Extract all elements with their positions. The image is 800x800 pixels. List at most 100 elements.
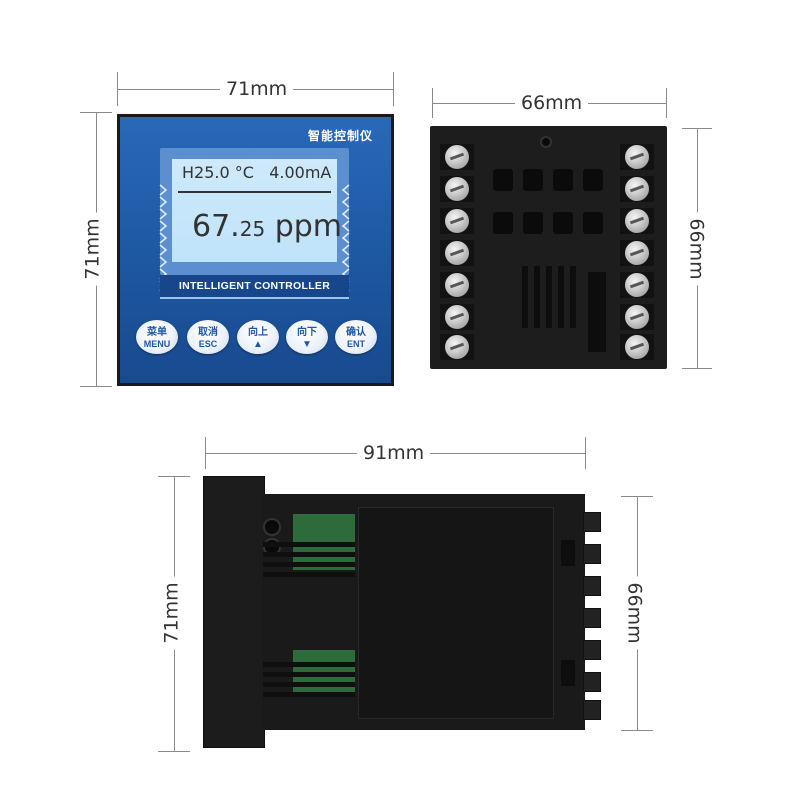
- screw-icon: [445, 241, 469, 265]
- device-title: 智能控制仪: [307, 129, 373, 143]
- concentration-readout: 67.25 ppm: [192, 209, 342, 244]
- lcd-divider: [178, 191, 331, 193]
- front-panel: 智能控制仪 H25.0 °C 4.00mA 67.25 ppm INTELLIG…: [117, 114, 394, 386]
- vent-fin: [263, 672, 355, 677]
- screw-icon: [625, 241, 649, 265]
- vent-slot: [570, 266, 576, 328]
- side-terminal: [583, 700, 601, 720]
- esc-button[interactable]: 取消 ESC: [187, 320, 229, 354]
- side-terminal: [583, 640, 601, 660]
- back-width-dim-tick-right: [666, 88, 667, 118]
- back-width-label: 66mm: [515, 92, 589, 114]
- down-arrow-icon: ▼: [302, 339, 312, 350]
- right-terminal: [620, 208, 654, 234]
- screw-icon: [445, 335, 469, 359]
- left-terminal: [440, 272, 474, 298]
- left-terminal: [440, 304, 474, 330]
- up-arrow-icon: ▲: [253, 339, 263, 350]
- enter-button-en-label: ENT: [347, 339, 365, 349]
- lcd-frame: H25.0 °C 4.00mA 67.25 ppm: [159, 148, 350, 292]
- front-height-label: 71mm: [81, 212, 104, 286]
- right-terminal: [620, 144, 654, 170]
- side-length-dim-tick-left: [205, 437, 206, 469]
- right-terminal: [620, 176, 654, 202]
- up-button[interactable]: 向上 ▲: [237, 320, 279, 354]
- side-hole: [263, 518, 281, 536]
- vent-slot: [546, 266, 552, 328]
- side-terminal: [583, 608, 601, 628]
- side-length-dim-tick-right: [585, 437, 586, 469]
- vent-fin: [263, 562, 355, 567]
- back-width-dim-tick-left: [432, 88, 433, 118]
- up-button-cn-label: 向上: [248, 327, 268, 338]
- enter-button[interactable]: 确认 ENT: [335, 320, 377, 354]
- right-terminal: [620, 304, 654, 330]
- side-terminal-dim-tick-top: [621, 496, 653, 497]
- screw-icon: [445, 273, 469, 297]
- left-terminal: [440, 144, 474, 170]
- vent-fin: [263, 692, 355, 697]
- left-terminal: [440, 240, 474, 266]
- esc-button-cn-label: 取消: [198, 327, 218, 338]
- screw-icon: [625, 145, 649, 169]
- temperature-readout: H25.0 °C: [182, 163, 254, 182]
- screw-icon: [625, 273, 649, 297]
- vent-slot: [534, 266, 540, 328]
- front-width-dim-tick-right: [393, 72, 394, 106]
- connector-slot: [493, 212, 513, 234]
- side-slot: [588, 272, 606, 352]
- side-latch: [561, 660, 575, 686]
- side-height-dim-tick-bottom: [158, 751, 190, 752]
- back-panel: [430, 126, 667, 369]
- side-terminal-dim-tick-bottom: [621, 730, 653, 731]
- reading-unit: ppm: [265, 209, 343, 244]
- side-height-label: 71mm: [160, 576, 183, 650]
- enter-button-cn-label: 确认: [346, 327, 366, 338]
- vent-fin: [263, 682, 355, 687]
- menu-button-cn-label: 菜单: [147, 327, 167, 338]
- vent-fin: [263, 572, 355, 577]
- connector-slot: [523, 169, 543, 191]
- side-latch: [561, 540, 575, 566]
- connector-slot: [523, 212, 543, 234]
- screw-icon: [445, 145, 469, 169]
- reading-decimal: 25: [239, 217, 266, 241]
- connector-slot: [553, 212, 573, 234]
- menu-button-en-label: MENU: [143, 339, 171, 349]
- side-length-label: 91mm: [357, 442, 431, 464]
- vent-fin: [263, 542, 355, 547]
- right-terminal: [620, 240, 654, 266]
- connector-slot: [583, 212, 603, 234]
- left-terminal: [440, 334, 474, 360]
- side-cover: [358, 507, 554, 719]
- down-button[interactable]: 向下 ▼: [286, 320, 328, 354]
- screw-icon: [625, 335, 649, 359]
- reading-integer: 67.: [192, 209, 240, 244]
- menu-button[interactable]: 菜单 MENU: [136, 320, 178, 354]
- side-terminal: [583, 512, 601, 532]
- connector-slot: [493, 169, 513, 191]
- lcd-display: H25.0 °C 4.00mA 67.25 ppm: [172, 159, 342, 262]
- back-height-dim-tick-top: [682, 128, 712, 129]
- side-terminal: [583, 672, 601, 692]
- current-readout: 4.00mA: [269, 163, 332, 182]
- vent-slot: [558, 266, 564, 328]
- front-height-dim-tick-bottom: [80, 386, 112, 387]
- vent-slot: [522, 266, 528, 328]
- back-height-dim-tick-bottom: [682, 368, 712, 369]
- side-front-bezel: [203, 476, 265, 748]
- connector-slot: [553, 169, 573, 191]
- left-terminal: [440, 176, 474, 202]
- lcd-status-row: H25.0 °C 4.00mA: [182, 163, 331, 182]
- screw-icon: [625, 305, 649, 329]
- esc-button-en-label: ESC: [198, 339, 218, 349]
- vent-fin: [263, 662, 355, 667]
- connector-slot: [583, 169, 603, 191]
- down-button-cn-label: 向下: [297, 327, 317, 338]
- screw-icon: [445, 177, 469, 201]
- side-terminal: [583, 576, 601, 596]
- side-terminal: [583, 544, 601, 564]
- right-terminal: [620, 334, 654, 360]
- side-height-dim-tick-top: [158, 476, 190, 477]
- screw-icon: [625, 177, 649, 201]
